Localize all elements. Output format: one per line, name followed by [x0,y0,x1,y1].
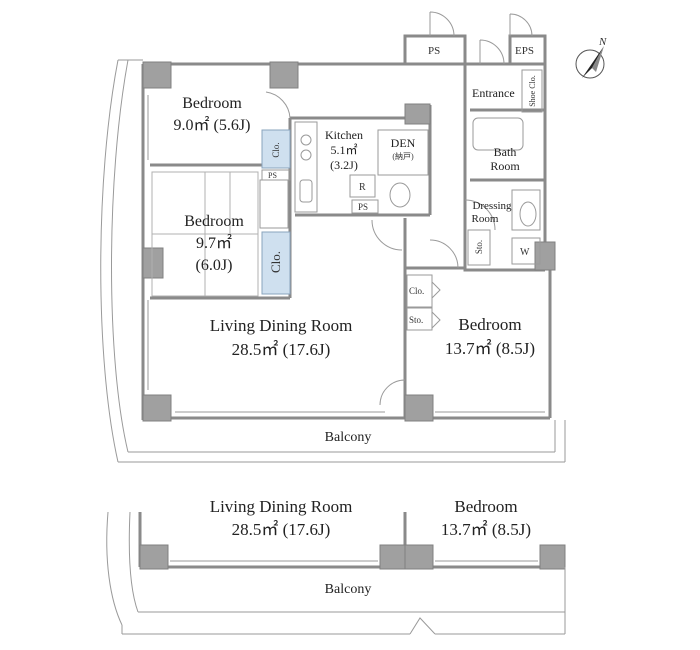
shoe-closet-box [521,69,543,113]
pillar [139,544,169,570]
lower-balcony-name: Balcony [325,582,372,597]
balcony-curve-inner [111,59,129,453]
arrow-marker [431,311,441,329]
wall-entrance-left [463,64,545,272]
balcony-curve-outer [100,59,119,463]
living-name: Living Dining Room [210,316,353,335]
door-swing [464,199,496,231]
entrance-name: Entrance [472,86,515,100]
washbasin [511,189,541,231]
balcony-name: Balcony [325,430,372,445]
kitchen-area-b: (3.2J) [330,158,358,172]
door-swing [429,239,459,269]
pillar [269,61,299,89]
lower-bedroom-name: Bedroom [454,497,517,516]
lower-bedroom-area: 13.7㎡ (8.5J) [441,520,531,539]
pillar [404,103,431,125]
stove-burner [300,149,312,161]
door-swing [509,13,533,37]
bedroom-tatami-name: Bedroom [184,213,244,230]
lower-living-name: Living Dining Room [210,497,353,516]
door-swing [265,91,291,119]
bedroom-top-name: Bedroom [182,95,242,112]
eps-box [508,34,547,66]
entrance-door-swing [479,39,505,65]
closet-tatami [261,231,291,295]
lower-balcony-curve-inner [128,511,139,613]
living-area: 28.5㎡ (17.6J) [232,340,331,359]
ps-small-a-label: PS [268,171,277,180]
lower-break [409,617,436,635]
kitchen-counter [294,121,318,213]
pillar [379,544,409,570]
compass-icon [575,46,605,79]
washer-box [511,237,541,265]
bedroom-tatami-area-b: (6.0J) [196,257,233,274]
sto-right-box [406,307,433,331]
pillar [404,544,434,570]
pillar [539,544,566,570]
lower-living-area: 28.5㎡ (17.6J) [232,520,331,539]
pillar [142,61,172,89]
compass-north-label: N [598,36,607,48]
door-swing [379,379,406,406]
kitchen-area-a: 5.1㎡ [330,143,357,157]
sto-dressing-box [467,229,491,266]
bath-name-a: Bath [494,145,517,159]
lower-balcony-curve-outer [106,511,123,626]
kitchen-name: Kitchen [325,128,363,142]
pillar [142,247,164,279]
den-note: (納戸) [392,151,414,161]
pillar [534,241,556,271]
eps-label: EPS [515,45,534,57]
stove-burner [300,134,312,146]
dressing-name-a: Dressing [472,200,512,212]
fridge-label: R [359,182,366,193]
dressing-name-b: Room [472,213,499,225]
kitchen-sink [299,179,313,203]
ps-top-box [403,34,467,66]
ps-small-a-box [261,169,291,181]
bathtub [472,117,524,151]
pillar [404,394,434,422]
bedroom-right-area: 13.7㎡ (8.5J) [445,339,535,358]
den-name: DEN [391,136,416,150]
arrow-marker [431,281,441,299]
closet-right-label: Clo. [409,286,424,296]
washer-label: W [520,247,530,258]
pillar [142,394,172,422]
toilet [389,182,411,208]
sto-dressing-label: Sto. [474,240,484,254]
bedroom-right-name: Bedroom [458,315,521,334]
ps-top-label: PS [428,45,440,57]
washbasin-bowl [519,201,537,227]
sto-right-label: Sto. [409,315,423,325]
bedroom-top-area: 9.0㎡ (5.6J) [174,116,251,134]
den-box [377,129,429,176]
tatami-shelf [259,179,289,229]
closet-bedroom-top-label: Clo. [271,142,281,157]
shoe-closet-label: Shoe Clo. [528,75,537,107]
closet-tatami-label: Clo. [268,251,283,273]
bath-name-b: Room [490,159,520,173]
door-swing [371,219,403,251]
door-swing [429,11,455,37]
closet-right-box [406,274,433,308]
fridge-box [349,174,376,198]
ps-small-b-label: PS [358,202,368,212]
ps-small-b-box [351,199,379,214]
bedroom-tatami-area-a: 9.7㎡ [196,234,232,252]
closet-bedroom-top [261,129,291,169]
